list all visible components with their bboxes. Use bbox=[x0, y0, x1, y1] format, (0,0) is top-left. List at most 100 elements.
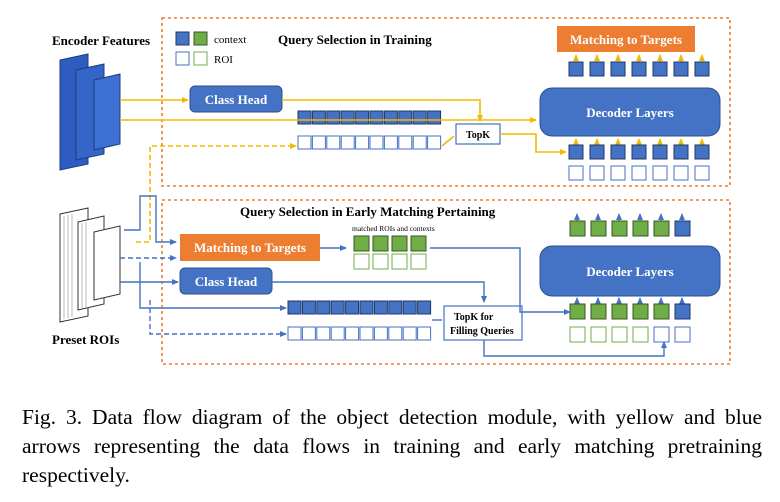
context-square bbox=[427, 110, 442, 125]
decoder-layers-box-bottom bbox=[539, 245, 721, 297]
context-square bbox=[330, 300, 345, 315]
matched-rois-label: matched ROIs and contexts bbox=[352, 224, 435, 233]
query-square bbox=[694, 61, 710, 77]
flow-topk-to-queries bbox=[500, 133, 567, 155]
context-square bbox=[301, 300, 316, 315]
flow-classhead-to-topk bbox=[282, 99, 483, 122]
matching-targets-box-bottom bbox=[180, 234, 320, 261]
roi-square bbox=[311, 135, 326, 150]
context-square bbox=[383, 110, 398, 125]
context-square bbox=[297, 110, 312, 125]
context-square bbox=[287, 300, 302, 315]
roi-square bbox=[674, 326, 691, 343]
roi-square bbox=[632, 326, 649, 343]
roi-square bbox=[631, 165, 647, 181]
roi-square bbox=[412, 135, 427, 150]
query-square bbox=[589, 61, 605, 77]
query-square bbox=[589, 144, 605, 160]
matching-targets-label-bottom: Matching to Targets bbox=[194, 240, 306, 255]
decoder-layers-box-top bbox=[539, 87, 721, 137]
encoder-features-label: Encoder Features bbox=[52, 33, 150, 48]
roi-square bbox=[653, 326, 670, 343]
query-square bbox=[610, 61, 626, 77]
query-square bbox=[569, 303, 586, 320]
matched-roi-square bbox=[391, 253, 408, 270]
legend-roi-label: ROI bbox=[214, 54, 233, 66]
matching-targets-label-top: Matching to Targets bbox=[570, 32, 682, 47]
query-square bbox=[652, 61, 668, 77]
data-flow-diagram: Encoder Features Preset ROIs context ROI… bbox=[52, 17, 731, 365]
query-square bbox=[632, 303, 649, 320]
topk-box-bottom bbox=[443, 305, 523, 341]
matched-roi-square bbox=[410, 253, 427, 270]
query-square bbox=[673, 144, 689, 160]
decoder-input-rois-top bbox=[568, 165, 710, 181]
matched-context-square bbox=[372, 235, 389, 252]
context-square bbox=[326, 110, 341, 125]
roi-square bbox=[673, 165, 689, 181]
decoder-input-rois-bottom bbox=[569, 326, 691, 343]
roi-square bbox=[398, 135, 413, 150]
context-row-top bbox=[297, 110, 442, 125]
roi-square bbox=[373, 326, 388, 341]
roi-square bbox=[326, 135, 341, 150]
decoder-input-arrows-top bbox=[573, 138, 705, 145]
matched-contexts-row bbox=[353, 235, 427, 252]
decoder-output-queries-top bbox=[568, 61, 710, 77]
flow-encoder-to-early bbox=[124, 195, 177, 245]
roi-square bbox=[297, 135, 312, 150]
query-square bbox=[674, 303, 691, 320]
query-square bbox=[590, 220, 607, 237]
flow-encoder-to-decoder-bottom bbox=[139, 262, 287, 311]
roi-square bbox=[345, 326, 360, 341]
decoder-output-queries-bottom bbox=[569, 220, 691, 237]
legend-roi-green-square bbox=[193, 51, 208, 66]
flow-topk-to-decoder-bottom bbox=[483, 340, 667, 357]
matched-context-square bbox=[410, 235, 427, 252]
roi-square bbox=[316, 326, 331, 341]
flow-roirow-to-topk bbox=[441, 135, 455, 147]
legend-context-label: context bbox=[214, 34, 246, 46]
roi-square bbox=[383, 135, 398, 150]
flow-matched-to-decoder bbox=[430, 247, 571, 315]
context-square bbox=[388, 300, 403, 315]
matched-context-square bbox=[353, 235, 370, 252]
preset-rois-label: Preset ROIs bbox=[52, 332, 119, 347]
query-square bbox=[611, 220, 628, 237]
query-square bbox=[674, 220, 691, 237]
class-head-label-top: Class Head bbox=[205, 92, 268, 107]
class-head-box-bottom bbox=[179, 267, 273, 295]
decoder-input-arrows-bottom bbox=[574, 297, 685, 304]
context-square bbox=[417, 300, 432, 315]
roi-square bbox=[287, 326, 302, 341]
roi-square bbox=[652, 165, 668, 181]
query-square bbox=[653, 303, 670, 320]
training-section-frame bbox=[161, 17, 731, 187]
figure-caption: Fig. 3. Data flow diagram of the object … bbox=[22, 405, 762, 487]
flow-classhead-to-topk-bottom bbox=[272, 281, 487, 303]
roi-square bbox=[611, 326, 628, 343]
query-square bbox=[652, 144, 668, 160]
decoder-input-queries-top bbox=[568, 144, 710, 160]
matching-targets-box-top bbox=[557, 26, 695, 52]
query-square bbox=[569, 220, 586, 237]
context-square bbox=[311, 110, 326, 125]
roi-square bbox=[417, 326, 432, 341]
matched-context-square bbox=[391, 235, 408, 252]
roi-square bbox=[388, 326, 403, 341]
decoder-input-queries-bottom bbox=[569, 303, 691, 320]
decoder-layers-label-top: Decoder Layers bbox=[586, 105, 673, 120]
context-square bbox=[398, 110, 413, 125]
roi-square bbox=[589, 165, 605, 181]
roi-square bbox=[610, 165, 626, 181]
roi-square bbox=[402, 326, 417, 341]
topk-label-bottom-line2: Filling Queries bbox=[450, 326, 514, 337]
context-square bbox=[412, 110, 427, 125]
context-square bbox=[369, 110, 384, 125]
legend-roi-blue-square bbox=[175, 51, 190, 66]
flow-rois-to-roirow-bottom bbox=[149, 300, 287, 337]
decoder-output-arrows-bottom bbox=[574, 213, 685, 221]
section-training-title: Query Selection in Training bbox=[278, 32, 432, 47]
query-square bbox=[653, 220, 670, 237]
query-square bbox=[631, 61, 647, 77]
